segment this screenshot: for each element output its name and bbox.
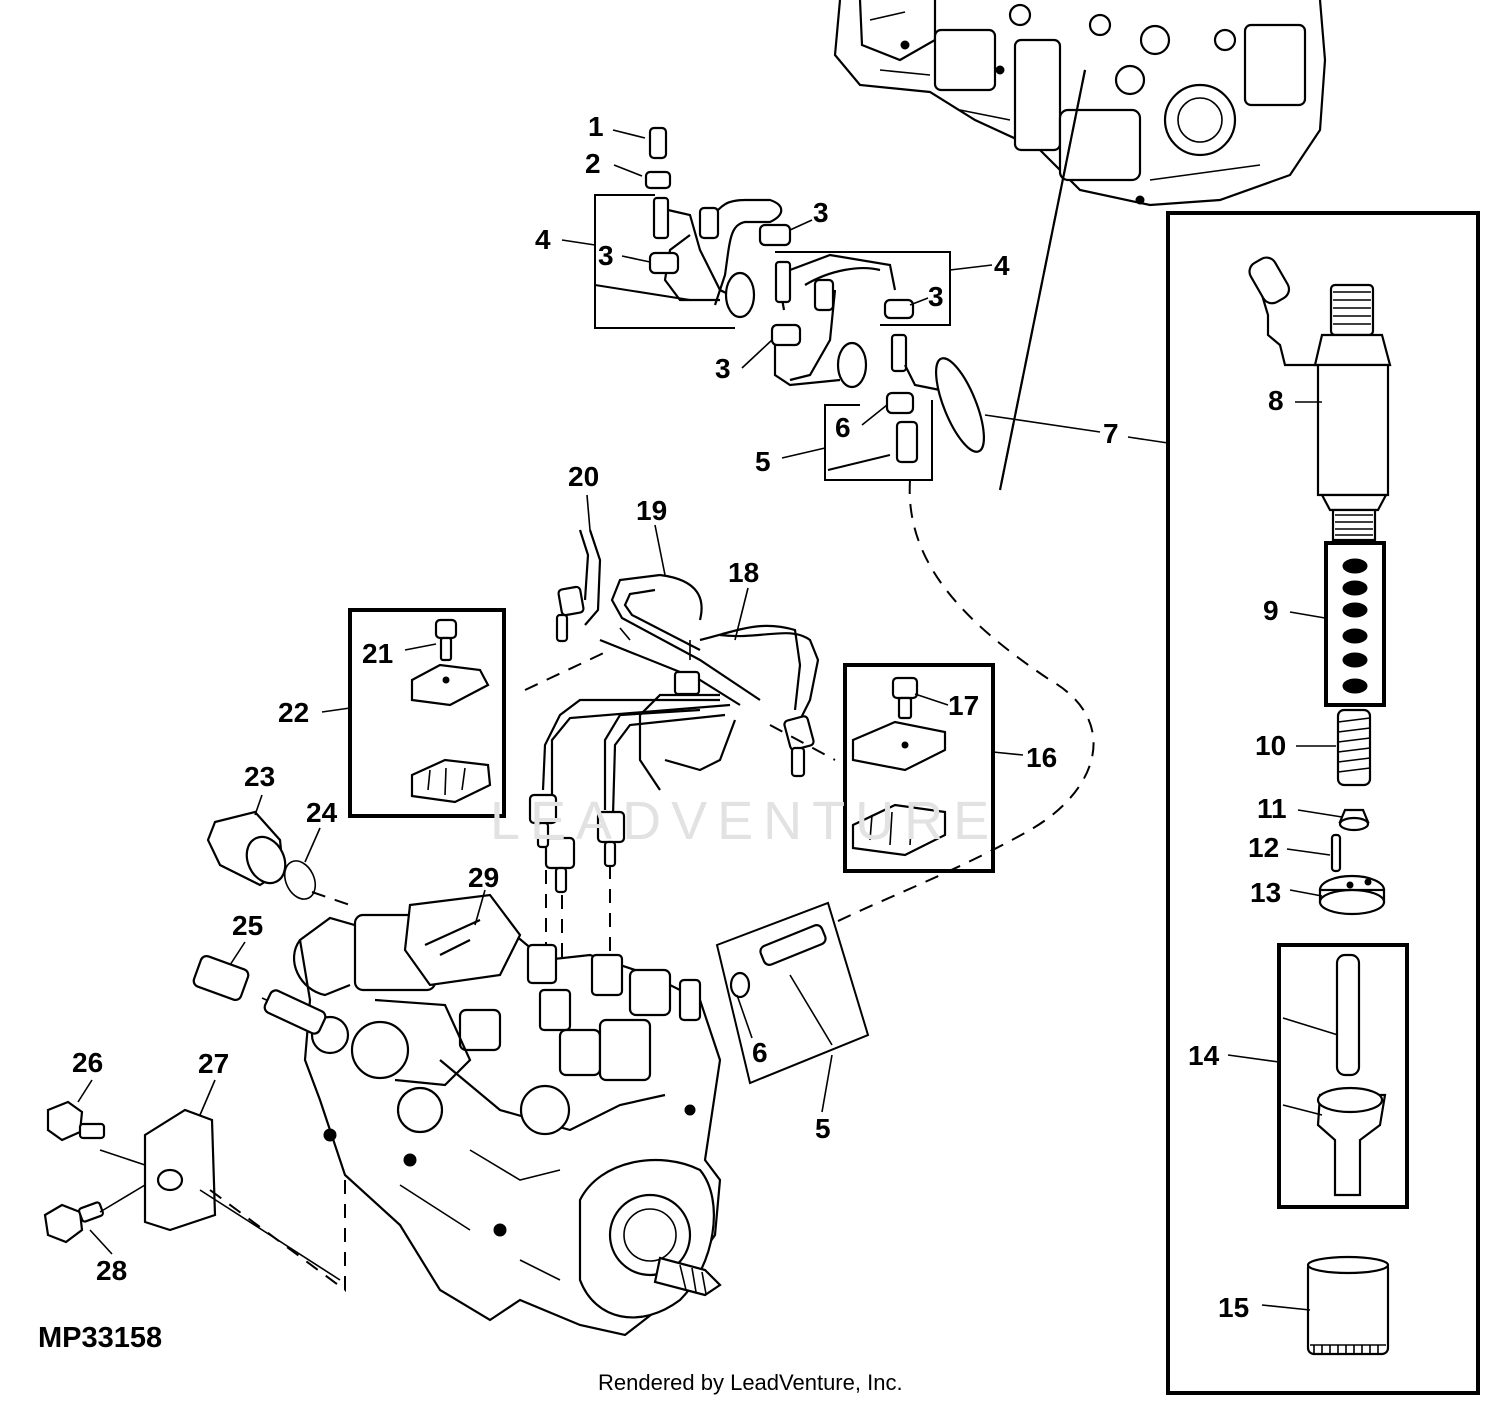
callout-3: 3 <box>715 353 731 384</box>
watermark: LEADVENTURE <box>490 791 1000 851</box>
callout-3: 3 <box>928 281 944 312</box>
callout-16: 16 <box>1026 742 1057 773</box>
small-parts-left <box>43 810 351 1292</box>
callout-4: 4 <box>994 250 1010 281</box>
callout-3: 3 <box>598 240 614 271</box>
callout-18: 18 <box>728 557 759 588</box>
callout-13: 13 <box>1250 877 1281 908</box>
cylinder-head-illustration <box>833 0 1327 207</box>
figure-id: MP33158 <box>38 1322 163 1354</box>
leak-off-return-dashed <box>829 479 1095 926</box>
callout-labels: 1 2 3 3 3 3 4 4 5 5 6 6 7 8 9 10 11 12 1… <box>72 111 1287 1323</box>
callout-20: 20 <box>568 461 599 492</box>
callout-1: 1 <box>588 111 604 142</box>
leak-off-line-assembly <box>594 126 985 481</box>
clamp-box-22 <box>348 608 506 818</box>
callout-26: 26 <box>72 1047 103 1078</box>
callout-24: 24 <box>306 797 338 828</box>
injector-detail-box <box>1166 211 1480 1395</box>
callout-28: 28 <box>96 1255 127 1286</box>
callout-11: 11 <box>1257 793 1287 824</box>
callout-14: 14 <box>1188 1040 1220 1071</box>
callout-7: 7 <box>1103 418 1119 449</box>
callout-29: 29 <box>468 862 499 893</box>
callout-5: 5 <box>815 1113 831 1144</box>
callout-27: 27 <box>198 1048 229 1079</box>
callout-3: 3 <box>813 197 829 228</box>
callout-4: 4 <box>535 224 551 255</box>
callout-2: 2 <box>585 148 601 179</box>
clamp-box-16 <box>843 663 995 873</box>
leader-lines <box>77 129 1343 1311</box>
leak-off-fitting-box <box>715 901 870 1085</box>
callout-19: 19 <box>636 495 667 526</box>
injection-pump-illustration <box>263 893 722 1337</box>
callout-21: 21 <box>362 638 393 669</box>
injection-lines <box>524 529 836 960</box>
callout-12: 12 <box>1248 832 1279 863</box>
callout-22: 22 <box>278 697 309 728</box>
callout-23: 23 <box>244 761 275 792</box>
callout-10: 10 <box>1255 730 1286 761</box>
callout-25: 25 <box>232 910 263 941</box>
callout-9: 9 <box>1263 595 1279 626</box>
render-credit: Rendered by LeadVenture, Inc. <box>598 1370 903 1395</box>
callout-6: 6 <box>835 412 851 443</box>
callout-5: 5 <box>755 446 771 477</box>
callout-15: 15 <box>1218 1292 1249 1323</box>
callout-17: 17 <box>948 690 979 721</box>
callout-6: 6 <box>752 1037 768 1068</box>
callout-8: 8 <box>1268 385 1284 416</box>
